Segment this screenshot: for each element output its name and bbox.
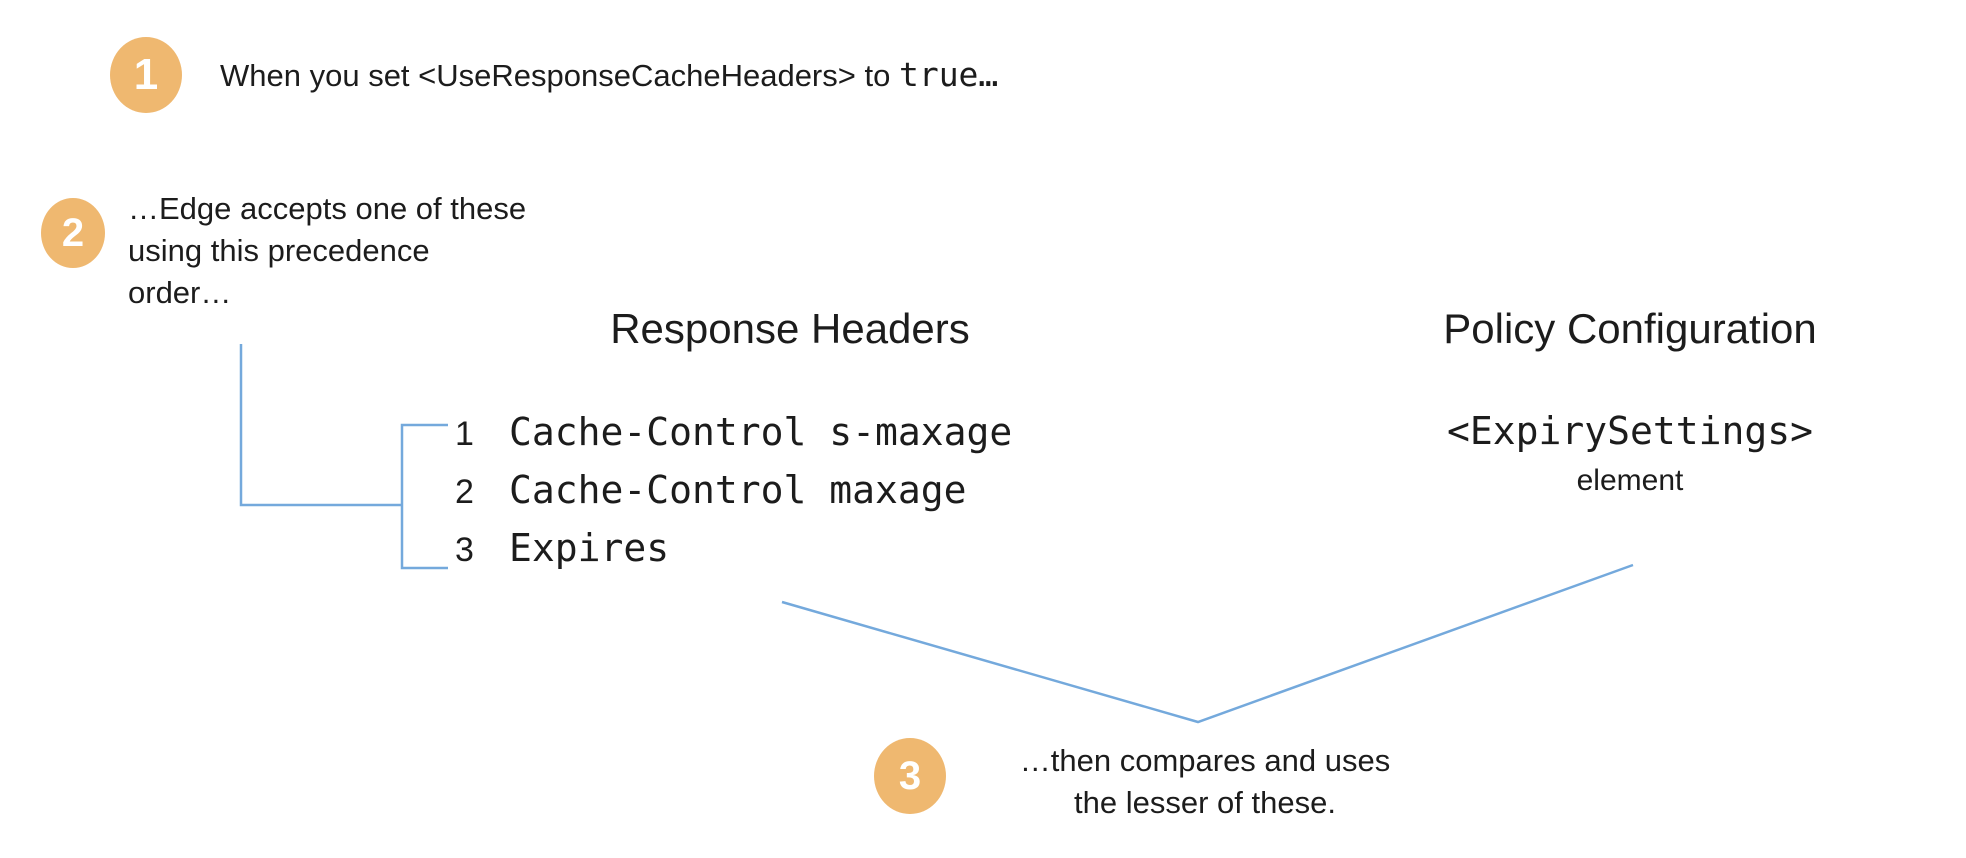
response-header-item-2-label: Cache-Control maxage	[509, 468, 967, 512]
response-header-item-1-rank: 1	[455, 415, 474, 453]
step-2-badge: 2	[41, 198, 105, 268]
response-header-item: 2 Cache-Control maxage	[455, 468, 1012, 526]
response-headers-title: Response Headers	[610, 305, 970, 352]
step-1-number: 1	[133, 50, 159, 99]
step-1-badge: 1	[110, 37, 182, 113]
step-2-text: …Edge accepts one of these using this pr…	[128, 188, 568, 314]
response-header-item-1-label: Cache-Control s-maxage	[509, 410, 1013, 454]
response-header-item-3-label: Expires	[509, 526, 670, 570]
step-3-badge: 3	[874, 738, 946, 814]
policy-configuration-element: <ExpirySettings> element	[1400, 408, 1860, 500]
compare-v-connector-line	[781, 563, 1634, 724]
step-2-number: 2	[61, 211, 85, 255]
expiry-settings-caption: element	[1576, 464, 1684, 497]
response-header-item: 3 Expires	[455, 526, 1012, 584]
response-header-item-2-rank: 2	[455, 473, 474, 511]
step-3-line-2: the lesser of these.	[1074, 785, 1336, 820]
response-header-item-3-rank: 3	[455, 531, 474, 569]
expiry-settings-tag: <ExpirySettings>	[1446, 409, 1814, 453]
step-3-number: 3	[898, 754, 922, 798]
step-1-text: When you set <UseResponseCacheHeaders> t…	[220, 54, 998, 97]
response-header-item: 1 Cache-Control s-maxage	[455, 410, 1012, 468]
step-2-line-1: …Edge accepts one of these	[128, 191, 527, 226]
precedence-bracket-icon	[400, 423, 448, 570]
step-3-text: …then compares and uses the lesser of th…	[950, 740, 1460, 824]
step-1-text-sans: When you set <UseResponseCacheHeaders> t…	[220, 58, 899, 93]
order-to-bracket-connector-line	[239, 344, 403, 507]
step-3-line-1: …then compares and uses	[1019, 743, 1391, 778]
step-2-line-2: using this precedence	[128, 233, 430, 268]
response-headers-list: 1 Cache-Control s-maxage 2 Cache-Control…	[455, 410, 1012, 584]
policy-configuration-title: Policy Configuration	[1443, 305, 1817, 352]
step-2-line-3: order…	[128, 275, 232, 310]
step-1-text-code: true…	[898, 55, 999, 94]
